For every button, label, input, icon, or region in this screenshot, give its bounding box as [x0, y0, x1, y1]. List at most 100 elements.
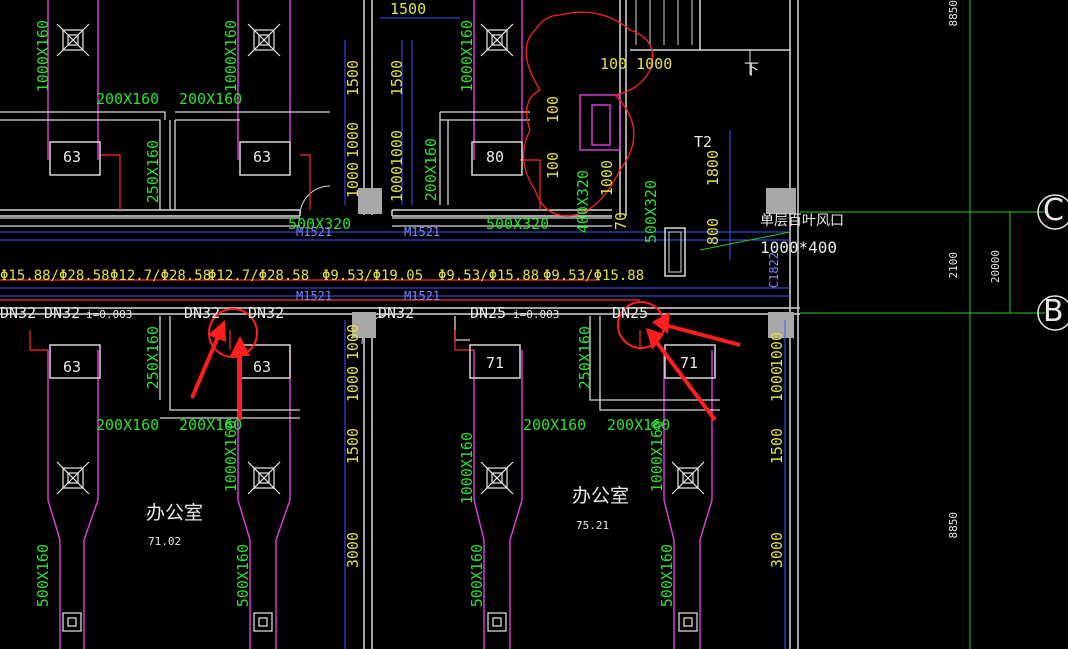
columns [352, 188, 796, 338]
duct-label: 1000X160 [222, 20, 240, 93]
pipe-label: DN32 [378, 304, 415, 322]
duct-label: 1000X160 [458, 432, 476, 505]
duct-label: 200X160 [179, 90, 243, 108]
louver-size: 1000*400 [760, 238, 838, 257]
dimension: 3000 [344, 532, 362, 569]
door-label: M1521 [296, 225, 333, 239]
duct-label: 200X160 [523, 416, 587, 434]
room-area-right: 75.21 [576, 519, 610, 532]
room-name-right: 办公室 [572, 485, 630, 507]
axis-bubble-b [1037, 295, 1068, 331]
dimension: 800 [704, 218, 722, 246]
pipe-slope: i=0.003 [86, 308, 133, 321]
pipe-label: Φ12.7/Φ28.58 [208, 268, 310, 284]
duct-label: 1000X160 [458, 20, 476, 93]
duct-label: 200X160 [96, 416, 160, 434]
duct-label: 500X320 [486, 215, 550, 233]
dimension: 8850 [947, 0, 960, 27]
fcu-number: 63 [253, 358, 272, 376]
stair [635, 0, 751, 75]
dimension: 1000 [344, 366, 362, 403]
shaft-dim: 100 [544, 96, 562, 124]
shaft-dim: 70 [612, 212, 630, 231]
room-name-left: 办公室 [146, 502, 204, 524]
pipe-label: Φ12.7/Φ28.58 [110, 268, 212, 284]
dimension: 1800 [704, 150, 722, 187]
dimension: 2100 [947, 252, 960, 279]
door-label: M1521 [296, 289, 333, 303]
duct-label: 200X160 [422, 138, 440, 202]
fcu-number: 63 [253, 148, 272, 166]
louver-vent [664, 227, 686, 277]
pipe-label: DN32 [0, 304, 37, 322]
dimension: 1000 [388, 130, 406, 167]
pipe-label: Φ9.53/Φ19.05 [322, 268, 424, 284]
duct-label: 250X160 [144, 326, 162, 390]
room-area-left: 71.02 [148, 535, 182, 548]
fcu-number: 63 [63, 148, 82, 166]
dimension: 1000 [768, 366, 786, 403]
dimension: 1500 [344, 60, 362, 97]
duct-label: 500X160 [658, 544, 676, 608]
revision-cloud [522, 11, 654, 217]
fcu-number: 71 [486, 354, 505, 372]
duct-label: 250X160 [144, 140, 162, 204]
duct-label: 1000X160 [34, 20, 52, 93]
duct-label: 500X160 [34, 544, 52, 608]
axis-bubble-c [1037, 194, 1068, 230]
dimension: 1500 [388, 60, 406, 97]
dimension: 1000 [344, 324, 362, 361]
duct-runs [47, 0, 713, 649]
fcu-number: 80 [486, 148, 505, 166]
dimension: 1500 [768, 428, 786, 465]
pipe-label: DN32 [184, 304, 221, 322]
dimension: 100 1000 [600, 55, 673, 73]
door-label: M1521 [404, 289, 441, 303]
duct-label: 200X160 [607, 416, 671, 434]
duct-label: 500X160 [234, 544, 252, 608]
dimension: T2 [694, 133, 713, 151]
dimension: 3000 [768, 532, 786, 569]
shaft-dim: 1000 [598, 160, 616, 197]
axis-label-b: B [1043, 294, 1064, 329]
pipe-label: Φ9.53/Φ15.88 [543, 268, 645, 284]
dimension: 1000 [768, 332, 786, 369]
duct-label: 500X320 [288, 215, 352, 233]
dimension: 1500 [344, 428, 362, 465]
shaft-dim: 100 [544, 152, 562, 180]
diffuser-symbols [56, 23, 705, 632]
pipe-slope: i=0.003 [513, 308, 560, 321]
pipe-label: DN32 [248, 304, 285, 322]
duct-label: 500X320 [642, 180, 660, 244]
fan-coil-units [49, 141, 716, 379]
dimension: 1000 [344, 122, 362, 159]
pipe-label: DN25 [470, 304, 507, 322]
dimension: 8850 [947, 512, 960, 539]
duct-label: 200X160 [96, 90, 160, 108]
pipe-label: Φ15.88/Φ28.58 [0, 268, 110, 284]
dimension: 1000 [344, 162, 362, 199]
duct-label: 500X160 [468, 544, 486, 608]
dimension: 1000 [388, 166, 406, 203]
stair-direction: 下 [744, 60, 760, 78]
refrigerant-lines [0, 154, 641, 351]
duct-label: 400X320 [574, 170, 592, 234]
louver-label: 单层百叶风口 [760, 213, 844, 229]
fcu-number: 71 [680, 354, 699, 372]
fcu-number: 63 [63, 358, 82, 376]
pipe-label: DN32 [44, 304, 81, 322]
callout-circle-left [208, 308, 258, 358]
callout-arrows [190, 312, 741, 422]
pipe-label: Φ9.53/Φ15.88 [438, 268, 540, 284]
axis-label-c: C [1043, 193, 1064, 228]
dimension: 1500 [390, 0, 427, 18]
duct-label: 250X160 [576, 326, 594, 390]
duct-label: 200X160 [179, 416, 243, 434]
grid-lines [699, 0, 1045, 649]
window-label: C1822 [767, 252, 781, 289]
dimension-lines [0, 17, 790, 649]
dimension: 20000 [989, 250, 1002, 284]
door-label: M1521 [404, 225, 441, 239]
